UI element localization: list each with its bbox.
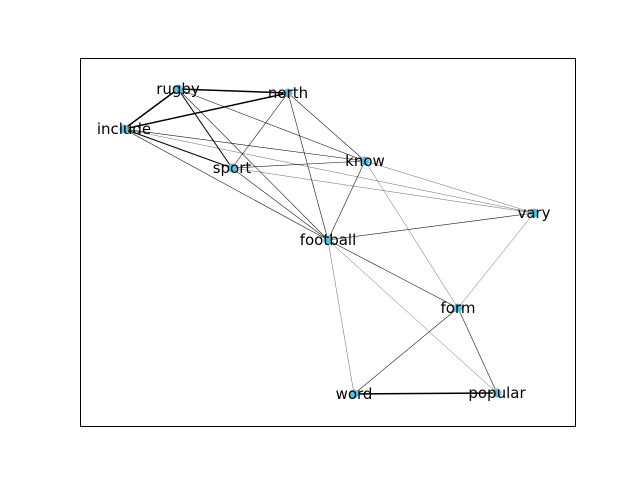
node-word [349, 389, 359, 399]
node-sport [227, 163, 237, 173]
node-label-know: know [345, 152, 385, 170]
node-label-sport: sport [213, 159, 252, 177]
node-label-word: word [336, 385, 373, 403]
edge-rugby-north [177, 88, 289, 94]
node-label-rugby: rugby [156, 80, 200, 98]
edge-include-sport [123, 128, 233, 169]
edge-know-form [364, 160, 459, 309]
edge-rugby-sport [177, 88, 233, 169]
edge-form-word [353, 307, 459, 395]
nodes-layer [119, 84, 539, 399]
edge-sport-vary [231, 167, 535, 214]
node-vary [529, 208, 539, 218]
edge-north-know [287, 92, 366, 162]
labels-layer: rugby north include sport know vary football fo… [97, 80, 551, 403]
node-label-football: football [300, 231, 357, 249]
node-football [323, 235, 333, 245]
edge-sport-football [231, 167, 329, 241]
edge-include-know [123, 128, 366, 162]
node-rugby [173, 84, 183, 94]
edge-football-word [327, 239, 355, 395]
edge-rugby-know [177, 88, 366, 162]
edge-know-vary [364, 160, 535, 214]
edge-rugby-football [177, 88, 329, 241]
edge-rugby-include [123, 88, 179, 130]
edge-football-form [327, 239, 459, 309]
node-include [119, 124, 129, 134]
node-label-popular: popular [468, 384, 526, 402]
node-label-form: form [441, 299, 476, 317]
edge-form-popular [457, 307, 498, 394]
edge-sport-know [231, 160, 366, 169]
node-north [283, 88, 293, 98]
edge-vary-form [457, 212, 535, 309]
edge-know-football [327, 160, 366, 241]
edge-include-north [123, 92, 289, 130]
node-popular [492, 388, 502, 398]
node-label-vary: vary [517, 204, 550, 222]
node-label-include: include [97, 120, 151, 138]
node-form [453, 303, 463, 313]
edge-north-sport [231, 92, 289, 169]
node-label-north: north [268, 84, 308, 102]
plot-frame [80, 58, 576, 427]
edge-football-popular [327, 239, 498, 394]
edge-include-football [123, 128, 329, 241]
edge-football-vary [327, 212, 535, 241]
edge-include-vary [123, 128, 535, 214]
edges-layer [123, 88, 535, 395]
edge-word-popular [353, 392, 498, 395]
node-know [360, 156, 370, 166]
